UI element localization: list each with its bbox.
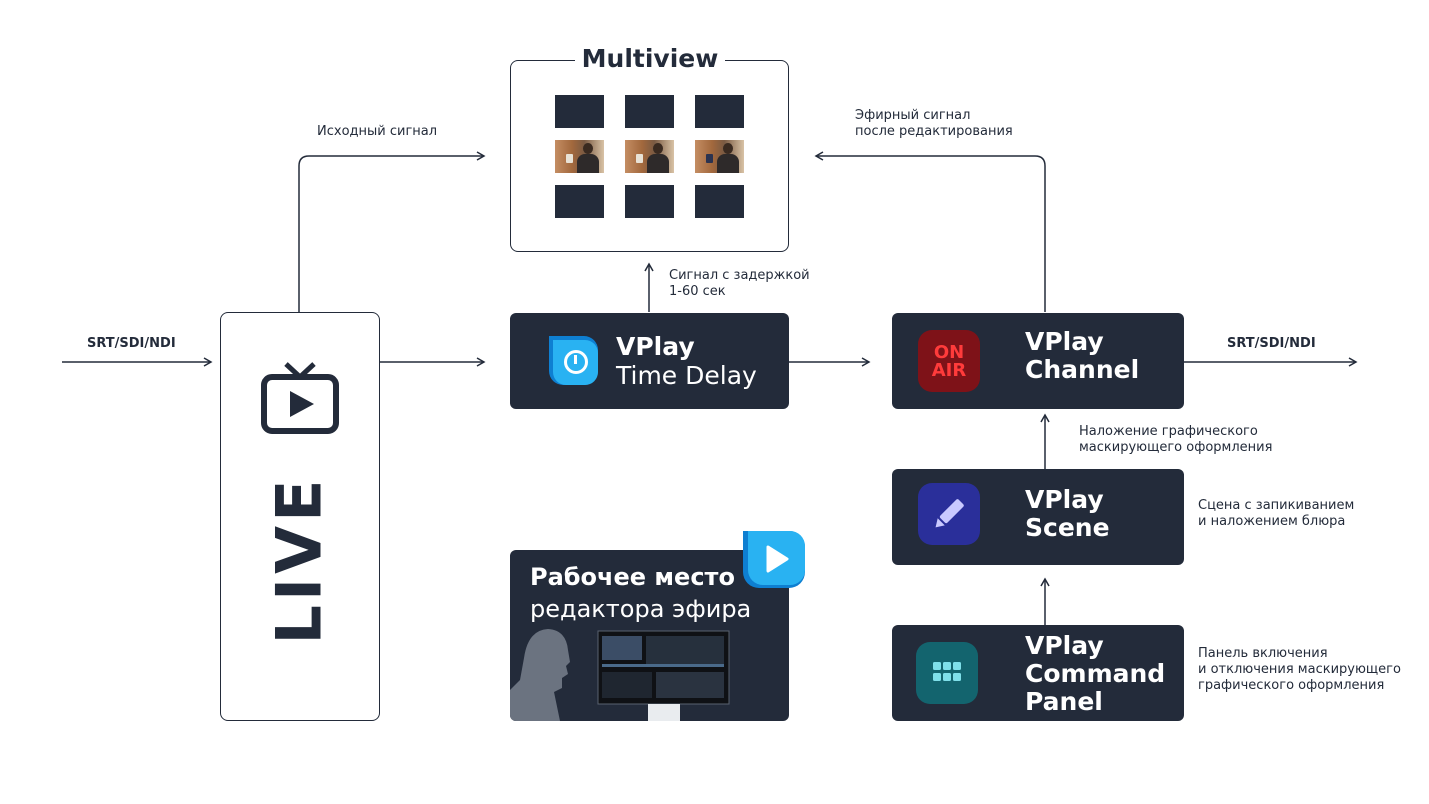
channel-subtitle: Channel [1025,355,1140,384]
source-signal-arrow [298,151,486,312]
air-signal-arrow [814,151,1046,312]
graphic-overlay-label: Наложение графического маскирующего офор… [1079,424,1273,455]
command-panel-subtitle-1: Command [1025,659,1166,688]
editor-workstation-block: Рабочее место редактора эфира [510,550,789,721]
multiview-preview [625,140,674,173]
multiview-tile [625,95,674,128]
tv-play-icon [261,362,339,434]
command-panel-subtitle-2: Panel [1025,687,1103,716]
vplay-channel-block: ON AIR VPlay Channel [892,313,1184,409]
multiview-tile [555,95,604,128]
multiview-title: Multiview [575,42,725,76]
pencil-icon [918,483,980,545]
on-air-icon: ON AIR [918,330,980,392]
multiview-preview [555,140,604,173]
clock-icon [549,336,598,385]
channel-title: VPlay [1025,327,1104,356]
time-delay-title: VPlay [616,332,695,361]
source-signal-label: Исходный сигнал [317,124,438,139]
multiview-tile [695,185,744,218]
play-logo-icon [743,531,805,588]
delayed-signal-label: Сигнал с задержкой 1-60 сек [669,268,810,299]
output-protocol-label: SRT/SDI/NDI [1227,336,1316,351]
time-delay-subtitle: Time Delay [616,361,757,390]
workstation-subtitle: редактора эфира [530,595,752,623]
scene-description: Сцена с запикиванием и наложением блюра [1198,498,1355,529]
panel-description: Панель включения и отключения маскирующе… [1198,646,1401,693]
on-air-bottom: AIR [931,360,967,381]
grid-icon [916,642,978,704]
command-panel-title: VPlay [1025,631,1104,660]
air-signal-label: Эфирный сигнал после редактирования [855,108,1013,139]
live-text: LIVE [262,475,336,645]
vplay-command-panel-block: VPlay Command Panel [892,625,1184,721]
on-air-top: ON [933,342,965,363]
scene-subtitle: Scene [1025,513,1110,542]
input-protocol-label: SRT/SDI/NDI [87,336,176,351]
vplay-time-delay-block: VPlay Time Delay [510,313,789,409]
multiview-tile [555,185,604,218]
multiview-tile [625,185,674,218]
multiview-preview [695,140,744,173]
live-source-box: LIVE [220,312,380,721]
multiview-tile [695,95,744,128]
scene-title: VPlay [1025,485,1104,514]
workstation-title: Рабочее место [530,563,735,591]
workstation-illustration [510,629,730,721]
vplay-scene-block: VPlay Scene [892,469,1184,565]
